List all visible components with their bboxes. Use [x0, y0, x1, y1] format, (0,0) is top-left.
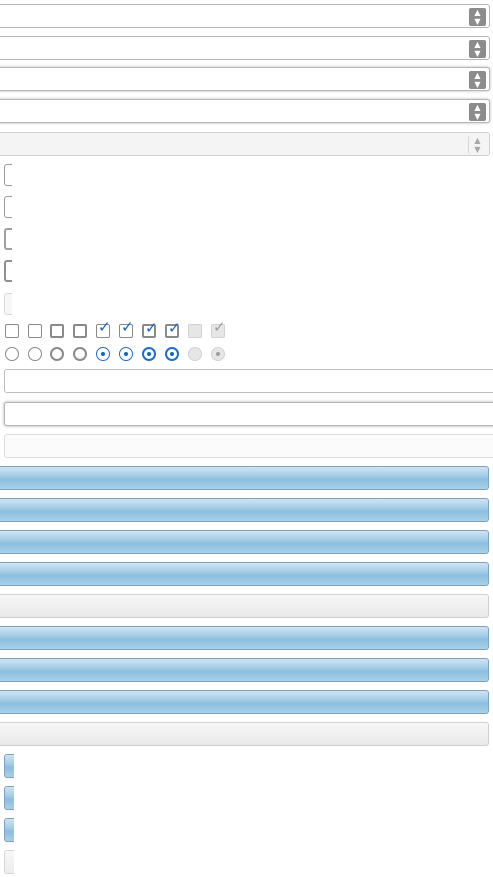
checkbox-unchecked-focused[interactable] [73, 324, 87, 338]
small-control-disabled [4, 293, 12, 315]
radio-selected-focused[interactable] [142, 347, 156, 361]
radio-selected[interactable] [96, 347, 110, 361]
checkbox-unchecked[interactable] [28, 324, 42, 338]
radio-dot-icon [216, 352, 220, 356]
small-control-4[interactable] [4, 260, 12, 282]
small-button-2[interactable] [4, 786, 14, 810]
select-dropdown-4[interactable]: ▲▼ [0, 99, 490, 123]
radio-unselected[interactable] [28, 347, 42, 361]
wide-button-6[interactable] [0, 658, 489, 682]
select-dropdown-1[interactable]: ▲▼ [0, 4, 490, 28]
wide-button-2[interactable] [0, 498, 489, 522]
select-dropdown-disabled: ▲▼ [0, 132, 490, 156]
select-dropdown-2[interactable]: ▲▼ [0, 36, 490, 60]
wide-button-disabled [0, 594, 489, 618]
wide-button-7[interactable] [0, 690, 489, 714]
checkbox-unchecked-focused[interactable] [50, 324, 64, 338]
wide-button-1[interactable] [0, 466, 489, 490]
text-input-1[interactable] [4, 369, 493, 393]
checkbox-checked-focused[interactable]: ✓ [142, 319, 158, 338]
small-button-3[interactable] [4, 818, 14, 842]
up-down-arrows-icon[interactable]: ▲▼ [469, 71, 486, 89]
small-control-3[interactable] [4, 228, 12, 250]
up-down-arrows-icon[interactable]: ▲▼ [469, 40, 486, 58]
checkmark-icon: ✓ [121, 318, 134, 336]
radio-selected-focused[interactable] [165, 347, 179, 361]
small-button-disabled [4, 850, 14, 874]
checkbox-disabled [188, 324, 202, 338]
checkmark-icon: ✓ [145, 319, 158, 337]
radio-dot-icon [101, 352, 105, 356]
radio-dot-icon [170, 352, 174, 356]
small-button-1[interactable] [4, 754, 14, 778]
wide-button-5[interactable] [0, 626, 489, 650]
up-down-arrows-icon[interactable]: ▲▼ [469, 103, 486, 121]
select-dropdown-3[interactable]: ▲▼ [0, 67, 490, 91]
checkbox-unchecked[interactable] [5, 324, 19, 338]
radio-unselected-focused[interactable] [73, 347, 87, 361]
radio-disabled [188, 347, 202, 361]
wide-button-3[interactable] [0, 530, 489, 554]
checkmark-icon: ✓ [213, 318, 226, 336]
wide-button-disabled-2 [0, 722, 489, 746]
checkmark-icon: ✓ [168, 319, 181, 337]
checkbox-checked[interactable]: ✓ [119, 320, 134, 338]
checkbox-checked-focused[interactable]: ✓ [165, 319, 181, 338]
radio-unselected-focused[interactable] [50, 347, 64, 361]
small-control-2[interactable] [4, 196, 12, 218]
radio-dot-icon [147, 352, 151, 356]
radio-dot-icon [124, 352, 128, 356]
radio-selected[interactable] [119, 347, 133, 361]
small-control-1[interactable] [4, 164, 12, 186]
up-down-arrows-icon[interactable]: ▲▼ [469, 8, 486, 26]
wide-button-4[interactable] [0, 562, 489, 586]
up-down-arrows-icon: ▲▼ [468, 136, 486, 154]
radio-unselected[interactable] [5, 347, 19, 361]
checkmark-icon: ✓ [98, 318, 111, 336]
radio-selected-disabled [211, 347, 225, 361]
text-input-disabled [4, 434, 493, 458]
checkbox-checked-disabled: ✓ [211, 320, 226, 338]
checkbox-checked[interactable]: ✓ [96, 320, 111, 338]
text-input-focused[interactable] [4, 402, 493, 426]
